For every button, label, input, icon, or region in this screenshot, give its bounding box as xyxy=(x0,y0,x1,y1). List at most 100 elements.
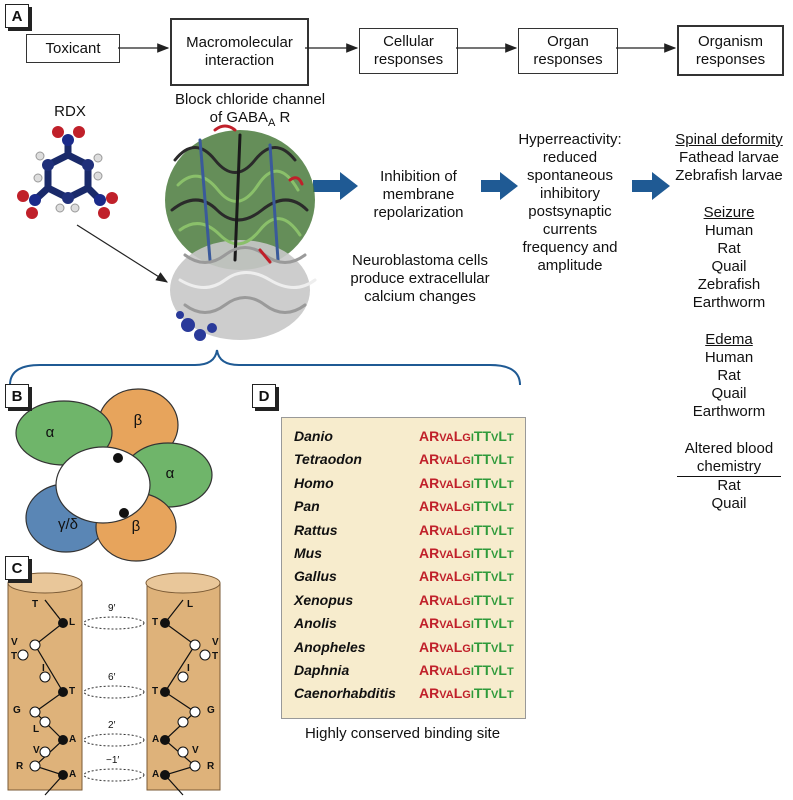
helix-letter: I xyxy=(42,663,45,674)
organ-l4: postsynaptic xyxy=(528,203,612,220)
block-r: R xyxy=(275,109,291,126)
sequence-text: ARVALGITTVLT xyxy=(419,615,514,632)
species-name: Anolis xyxy=(294,615,337,632)
seq-caption: Highly conserved binding site xyxy=(304,725,501,742)
sequence-row: Anopheles ARVALGITTVLT xyxy=(282,639,525,662)
beta-label-top: β xyxy=(133,412,143,429)
edema-item: Earthworm xyxy=(692,403,766,420)
beta-label-bottom: β xyxy=(131,518,141,535)
seizure-title: Seizure xyxy=(703,204,755,221)
sequence-text: ARVALGITTVLT xyxy=(419,498,514,515)
species-name: Xenopus xyxy=(294,591,354,608)
sequence-text: ARVALGITTVLT xyxy=(419,638,514,655)
sequence-text: ARVALGITTVLT xyxy=(419,545,514,561)
neuro-l2: produce extracellular xyxy=(350,270,490,287)
seizure-item: Earthworm xyxy=(692,294,766,311)
sequence-text: ARVALGITTVLT xyxy=(419,568,514,585)
helix-letter: T xyxy=(152,617,159,628)
alpha-label-left: α xyxy=(45,424,55,441)
sequence-row: Pan ARVALGITTVLT xyxy=(282,498,525,521)
seizure-item: Rat xyxy=(717,240,741,257)
species-name: Anopheles xyxy=(294,638,366,655)
arrow-rdx-protein xyxy=(76,224,169,283)
gamma-delta-label: γ/δ xyxy=(57,516,79,533)
organ-l0: Hyperreactivity: xyxy=(518,131,622,148)
organism-list: Spinal deformity Fathead larvae Zebrafis… xyxy=(665,131,793,513)
panel-b-label: B xyxy=(5,384,29,408)
helix-letter: I xyxy=(187,663,190,674)
block-line1: Block chloride channel xyxy=(174,91,326,108)
helix-letter: G xyxy=(13,705,21,716)
macro-line2: interaction xyxy=(204,52,275,69)
helix-letter: A xyxy=(152,734,160,745)
brace xyxy=(9,349,521,386)
helix-letter: A xyxy=(69,734,77,745)
species-name: Rattus xyxy=(294,521,338,538)
species-name: Tetraodon xyxy=(294,451,362,468)
helix-letter: L xyxy=(33,724,40,735)
neuroblastoma-text: Neuroblastoma cells produce extracellula… xyxy=(335,252,505,306)
sequence-row: Daphnia ARVALGITTVLT xyxy=(282,662,525,685)
spinal-item: Zebrafish larvae xyxy=(675,167,783,184)
helix-cylinders xyxy=(7,572,221,796)
blue-arrows xyxy=(313,172,670,200)
helix-letter: A xyxy=(69,769,77,780)
species-name: Daphnia xyxy=(294,662,350,678)
sequence-text: ARVALGITTVLT xyxy=(419,591,514,608)
species-name: Homo xyxy=(294,474,334,491)
blood-l1: Altered blood xyxy=(684,440,774,457)
organ-l1: reduced xyxy=(542,149,598,166)
sequence-row: Xenopus ARVALGITTVLT xyxy=(282,592,525,615)
helix-letter: T xyxy=(11,651,18,662)
sequence-text: ARVALGITTVLT xyxy=(419,428,514,444)
position-label: 9′ xyxy=(108,603,116,614)
seizure-item: Human xyxy=(704,222,754,239)
species-name: Danio xyxy=(294,428,333,444)
macromolecular-box: Macromolecular interaction xyxy=(170,18,309,86)
panel-c-label: C xyxy=(5,556,29,580)
panel-a-label: A xyxy=(5,4,29,28)
toxicant-label: Toxicant xyxy=(45,39,101,57)
position-label: 2′ xyxy=(108,720,116,731)
spinal-item: Fathead larvae xyxy=(678,149,780,166)
helix-letter: G xyxy=(207,705,215,716)
channel-pore xyxy=(55,446,151,524)
toxicant-box: Toxicant xyxy=(26,34,120,63)
organ-l7: amplitude xyxy=(537,257,603,274)
cellular-box: Cellular responses xyxy=(359,28,458,74)
organ-l5: currents xyxy=(542,221,598,238)
block-sub: A xyxy=(268,117,276,129)
gaba-receptor-structure xyxy=(165,124,317,341)
organism-line2: responses xyxy=(695,50,766,68)
macro-line1: Macromolecular xyxy=(186,34,293,51)
organ-box: Organ responses xyxy=(518,28,618,74)
blood-item: Rat xyxy=(717,477,741,494)
block-line2: of GABAA R xyxy=(150,109,350,132)
helix-letter: A xyxy=(152,769,160,780)
sequence-row: Rattus ARVALGITTVLT xyxy=(282,522,525,545)
neuro-l1: Neuroblastoma cells xyxy=(352,252,488,269)
helix-letter: V xyxy=(11,637,18,648)
edema-item: Rat xyxy=(717,367,741,384)
organism-box: Organism responses xyxy=(677,25,784,76)
position-label: −1′ xyxy=(106,755,120,766)
sequence-text: ARVALGITTVLT xyxy=(419,662,514,678)
blood-item: Quail xyxy=(711,495,747,512)
cellular-line1: Cellular xyxy=(383,33,434,50)
sequence-text: ARVALGITTVLT xyxy=(419,521,514,538)
inhibition-l2: membrane xyxy=(382,186,455,203)
species-name: Pan xyxy=(294,498,320,515)
position-label: 6′ xyxy=(108,672,116,683)
seizure-item: Quail xyxy=(711,258,747,275)
helix-letter: L xyxy=(187,599,194,610)
organism-line1: Organism xyxy=(697,32,764,50)
helix-letter: R xyxy=(207,761,215,772)
helix-letter: T xyxy=(212,651,219,662)
inhibition-l3: repolarization xyxy=(373,204,464,221)
rdx-label: RDX xyxy=(54,103,86,120)
